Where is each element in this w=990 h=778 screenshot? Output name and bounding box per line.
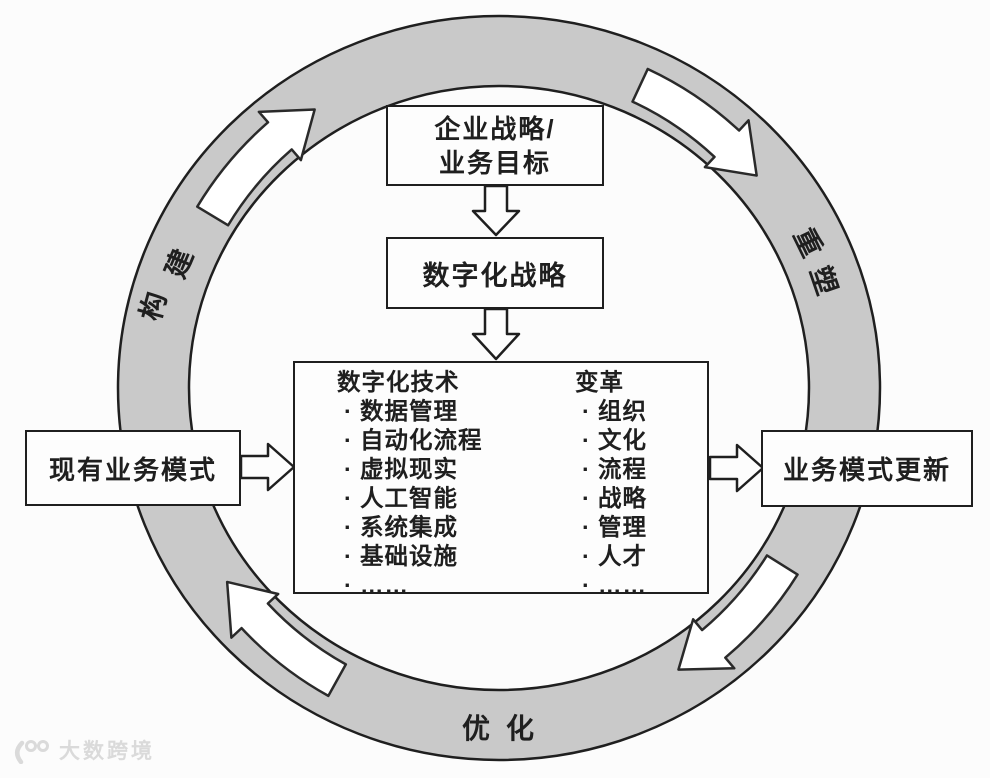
down-arrow-strategy-icon: [471, 184, 521, 237]
list-item: · 系统集成: [337, 513, 575, 542]
list-item-label: 人才: [598, 543, 647, 569]
list-item-label: 管理: [598, 514, 647, 540]
digital-strategy-label: 数字化战略: [422, 260, 568, 291]
list-item: · 管理: [575, 513, 707, 542]
bullet-icon: ·: [344, 543, 353, 569]
list-item: · 战略: [575, 484, 707, 513]
list-item: · 虚拟现实: [337, 455, 575, 484]
list-item: · ……: [337, 571, 575, 600]
enterprise-strategy-line1: 企业战略/: [434, 113, 556, 144]
list-item-label: 组织: [598, 398, 647, 424]
cycle-arrow-bottom-right-icon: [677, 554, 799, 671]
digital-strategy-box: 数字化战略: [386, 237, 604, 309]
bullet-icon: ·: [344, 514, 353, 540]
list-item: · 人工智能: [337, 484, 575, 513]
list-item-label: 流程: [598, 456, 647, 482]
transformation-detail-box: 数字化技术 · 数据管理 · 自动化流程 · 虚拟现实 · 人工智能 · 系统集…: [293, 361, 709, 598]
list-item-label: 自动化流程: [360, 427, 483, 453]
bullet-icon: ·: [344, 398, 353, 424]
list-item-label: ……: [598, 572, 647, 598]
watermark: 大数跨境: [10, 735, 155, 765]
digital-technology-list: · 数据管理 · 自动化流程 · 虚拟现实 · 人工智能 · 系统集成 · 基础…: [337, 397, 575, 600]
list-item-label: ……: [360, 572, 409, 598]
list-item: · ……: [575, 571, 707, 600]
watermark-text: 大数跨境: [59, 740, 155, 763]
right-arrow-into-center-icon: [239, 442, 296, 492]
bullet-icon: ·: [582, 485, 591, 511]
list-item: · 组织: [575, 397, 707, 426]
enterprise-strategy-box: 企业战略/ 业务目标: [386, 105, 604, 186]
list-item-label: 人工智能: [360, 485, 458, 511]
bullet-icon: ·: [582, 456, 591, 482]
enterprise-strategy-line2: 业务目标: [438, 147, 551, 178]
list-item-label: 文化: [598, 427, 647, 453]
digital-technology-column: 数字化技术 · 数据管理 · 自动化流程 · 虚拟现实 · 人工智能 · 系统集…: [337, 368, 575, 600]
ring-label-optimize: 优化: [461, 713, 551, 744]
watermark-logo-icon: [15, 739, 49, 764]
change-header: 变革: [575, 369, 624, 395]
bullet-icon: ·: [344, 427, 353, 453]
cycle-arrow-top-right-icon: [631, 67, 758, 177]
list-item-label: 战略: [598, 485, 647, 511]
down-arrow-center-icon: [471, 307, 521, 361]
bullet-icon: ·: [582, 572, 591, 598]
existing-business-model-label: 现有业务模式: [48, 454, 217, 485]
list-item: · 流程: [575, 455, 707, 484]
cycle-arrow-bottom-left-icon: [225, 580, 348, 698]
digital-technology-header: 数字化技术: [337, 369, 460, 395]
bullet-icon: ·: [582, 543, 591, 569]
cycle-arrow-top-left-icon: [196, 108, 316, 227]
bullet-icon: ·: [582, 514, 591, 540]
change-list: · 组织 · 文化 · 流程 · 战略 · 管理 · 人才: [575, 397, 707, 600]
list-item-label: 数据管理: [360, 398, 458, 424]
bullet-icon: ·: [582, 427, 591, 453]
list-item: · 数据管理: [337, 397, 575, 426]
right-arrow-into-update-icon: [708, 443, 765, 493]
list-item: · 文化: [575, 426, 707, 455]
list-item-label: 基础设施: [360, 543, 458, 569]
business-model-update-label: 业务模式更新: [782, 455, 951, 485]
bullet-icon: ·: [344, 456, 353, 482]
bullet-icon: ·: [582, 398, 591, 424]
list-item: · 人才: [575, 542, 707, 571]
change-column: 变革 · 组织 · 文化 · 流程 · 战略 · 管理 ·: [575, 368, 707, 600]
list-item-label: 系统集成: [360, 514, 458, 540]
business-model-update-box: 业务模式更新: [761, 430, 973, 507]
list-item: · 基础设施: [337, 542, 575, 571]
existing-business-model-box: 现有业务模式: [25, 430, 241, 506]
bullet-icon: ·: [344, 572, 353, 598]
bullet-icon: ·: [344, 485, 353, 511]
list-item: · 自动化流程: [337, 426, 575, 455]
list-item-label: 虚拟现实: [360, 456, 458, 482]
